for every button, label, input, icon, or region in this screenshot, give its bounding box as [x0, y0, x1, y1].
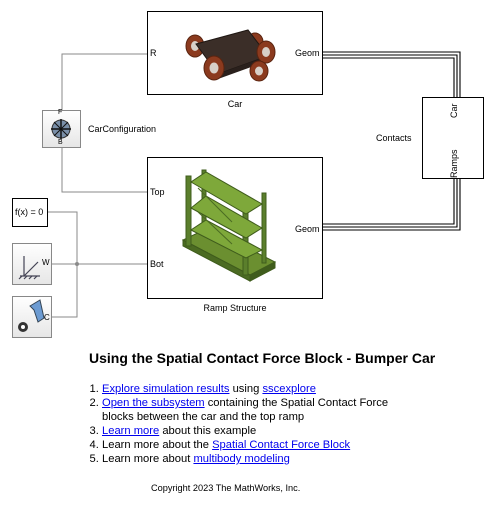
doc-title: Using the Spatial Contact Force Block - … [89, 350, 436, 366]
doc-step-3: Learn more about this example [102, 424, 402, 438]
car-block-label: Car [227, 99, 243, 109]
world-frame-block[interactable] [12, 243, 52, 285]
spatial-contact-force-link[interactable]: Spatial Contact Force Block [212, 439, 351, 451]
car-port-geom: Geom [295, 48, 320, 58]
ramp-block-label: Ramp Structure [203, 303, 267, 313]
ramp-port-top: Top [150, 187, 165, 197]
contacts-port-ramps: Ramps [449, 149, 459, 178]
mech-port-c: C [44, 313, 50, 322]
contacts-port-car: Car [449, 103, 459, 118]
rigid-transform-icon [51, 119, 71, 139]
multibody-modeling-link[interactable]: multibody modeling [193, 453, 290, 465]
car-config-port-b: B [58, 139, 63, 146]
world-frame-icon [18, 256, 40, 280]
open-subsystem-link[interactable]: Open the subsystem [102, 397, 205, 409]
learn-more-link[interactable]: Learn more [102, 425, 160, 437]
doc-step-2-text: containing the Spatial Contact Force blo… [102, 397, 389, 423]
solver-configuration-block[interactable] [12, 198, 48, 227]
doc-step-5-text: Learn more about [102, 453, 194, 465]
doc-step-2: Open the subsystem containing the Spatia… [102, 396, 402, 424]
ramp-port-geom: Geom [295, 224, 320, 234]
contacts-label: Contacts [376, 133, 412, 143]
junction-dot [75, 262, 79, 266]
doc-step-1-text: using [229, 383, 263, 395]
car-block[interactable] [147, 11, 323, 95]
doc-step-1: Explore simulation results using sscexpl… [102, 382, 402, 396]
ramp-port-bot: Bot [150, 259, 164, 269]
sscexplore-link[interactable]: sscexplore [262, 383, 316, 395]
doc-step-5: Learn more about multibody modeling [102, 452, 402, 466]
doc-step-4-text: Learn more about the [102, 439, 213, 451]
solver-label: f(x) = 0 [15, 207, 44, 217]
car-config-port-f: F [58, 109, 63, 116]
contacts-block[interactable] [422, 97, 484, 179]
ramp-structure-block[interactable] [147, 157, 323, 299]
geom-bus-lines [322, 51, 461, 231]
connection-lines [48, 53, 147, 318]
doc-step-3-text: about this example [159, 425, 257, 437]
car-image [185, 29, 276, 82]
car-config-label: CarConfiguration [88, 124, 157, 134]
doc-step-4: Learn more about the Spatial Contact For… [102, 438, 402, 452]
car-configuration-block[interactable] [42, 110, 81, 148]
car-port-r: R [150, 48, 157, 58]
explore-results-link[interactable]: Explore simulation results [102, 383, 230, 395]
mechanism-configuration-block[interactable] [12, 296, 52, 338]
world-port-w: W [42, 258, 50, 267]
ramp-image [181, 169, 277, 282]
copyright-text: Copyright 2023 The MathWorks, Inc. [151, 483, 301, 493]
mechanism-icon [18, 299, 45, 332]
doc-steps-list: Explore simulation results using sscexpl… [88, 382, 402, 466]
